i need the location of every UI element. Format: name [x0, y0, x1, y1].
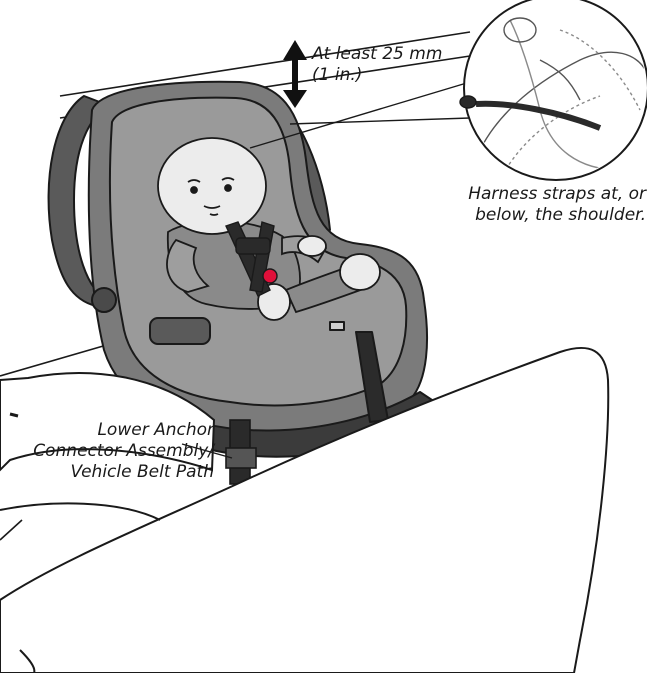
anchor-label-line1: Lower Anchor	[0, 420, 214, 441]
clearance-label: At least 25 mm (1 in.)	[312, 44, 442, 86]
anchor-label: Lower Anchor Connector Assembly/ Vehicle…	[0, 420, 214, 483]
chest-clip	[236, 238, 270, 254]
anchor-label-line2: Connector Assembly/	[0, 441, 214, 462]
detail-circle	[464, 0, 647, 180]
side-release-lever	[150, 318, 210, 344]
harness-buckle-button	[263, 269, 277, 283]
baby-hand	[298, 236, 326, 256]
harness-label: Harness straps at, or below, the shoulde…	[440, 184, 646, 226]
anchor-label-line3: Vehicle Belt Path	[0, 462, 214, 483]
baby-foot-right	[340, 254, 380, 290]
magnified-detail	[460, 0, 647, 180]
clearance-label-line2: (1 in.)	[312, 65, 442, 86]
baby-head	[158, 138, 266, 234]
clearance-arrow	[283, 40, 307, 108]
handle-hub	[92, 288, 116, 312]
clearance-label-line1: At least 25 mm	[312, 44, 442, 65]
detail-strap-slot	[460, 96, 476, 108]
harness-label-line1: Harness straps at, or	[440, 184, 646, 205]
harness-label-line2: below, the shoulder.	[440, 205, 646, 226]
belt-strap-label	[330, 322, 344, 330]
